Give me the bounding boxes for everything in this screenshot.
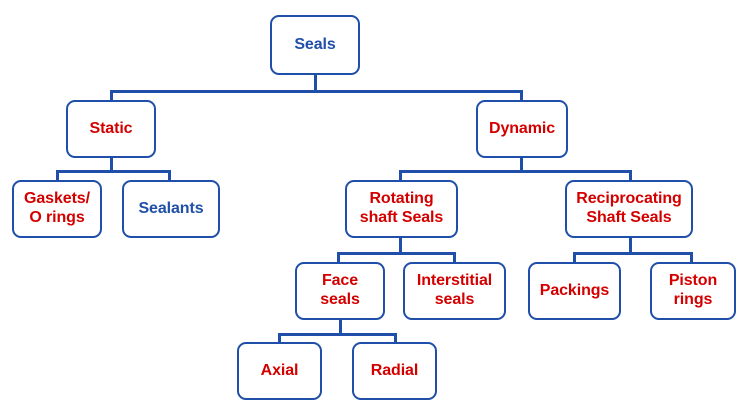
connector-packings-drop: [573, 252, 576, 263]
connector-face-stub: [339, 320, 342, 334]
connector-static-drop: [110, 90, 113, 101]
node-reciprocating[interactable]: Reciprocating Shaft Seals: [565, 180, 693, 238]
connector-rotating-bar: [337, 252, 455, 255]
connector-rotating-drop: [399, 170, 402, 181]
node-piston[interactable]: Piston rings: [650, 262, 736, 320]
node-static[interactable]: Static: [66, 100, 156, 158]
connector-recip-bar: [573, 252, 692, 255]
connector-gaskets-drop: [56, 170, 59, 181]
connector-dynamic-bar: [399, 170, 631, 173]
node-gaskets[interactable]: Gaskets/ O rings: [12, 180, 102, 238]
connector-piston-drop: [690, 252, 693, 263]
node-rotating[interactable]: Rotating shaft Seals: [345, 180, 458, 238]
node-axial[interactable]: Axial: [237, 342, 322, 400]
connector-recip-stub: [629, 238, 632, 253]
connector-static-bar: [56, 170, 170, 173]
node-radial[interactable]: Radial: [352, 342, 437, 400]
connector-rotating-stub: [399, 238, 402, 253]
node-dynamic[interactable]: Dynamic: [476, 100, 568, 158]
node-face[interactable]: Face seals: [295, 262, 385, 320]
connector-seals-stub: [314, 75, 317, 91]
connector-radial-drop: [394, 333, 397, 344]
connector-face-bar: [278, 333, 396, 336]
connector-static-stub: [110, 158, 113, 171]
connector-reciprocating-drop: [629, 170, 632, 181]
node-sealants[interactable]: Sealants: [122, 180, 220, 238]
connector-dynamic-drop: [520, 90, 523, 101]
connector-face-drop: [337, 252, 340, 263]
connector-axial-drop: [278, 333, 281, 344]
node-packings[interactable]: Packings: [528, 262, 621, 320]
connector-interstitial-drop: [453, 252, 456, 263]
connector-dynamic-stub: [520, 158, 523, 171]
connector-sealants-drop: [168, 170, 171, 181]
connector-seals-bar: [110, 90, 522, 93]
node-seals[interactable]: Seals: [270, 15, 360, 75]
node-interstitial[interactable]: Interstitial seals: [403, 262, 506, 320]
